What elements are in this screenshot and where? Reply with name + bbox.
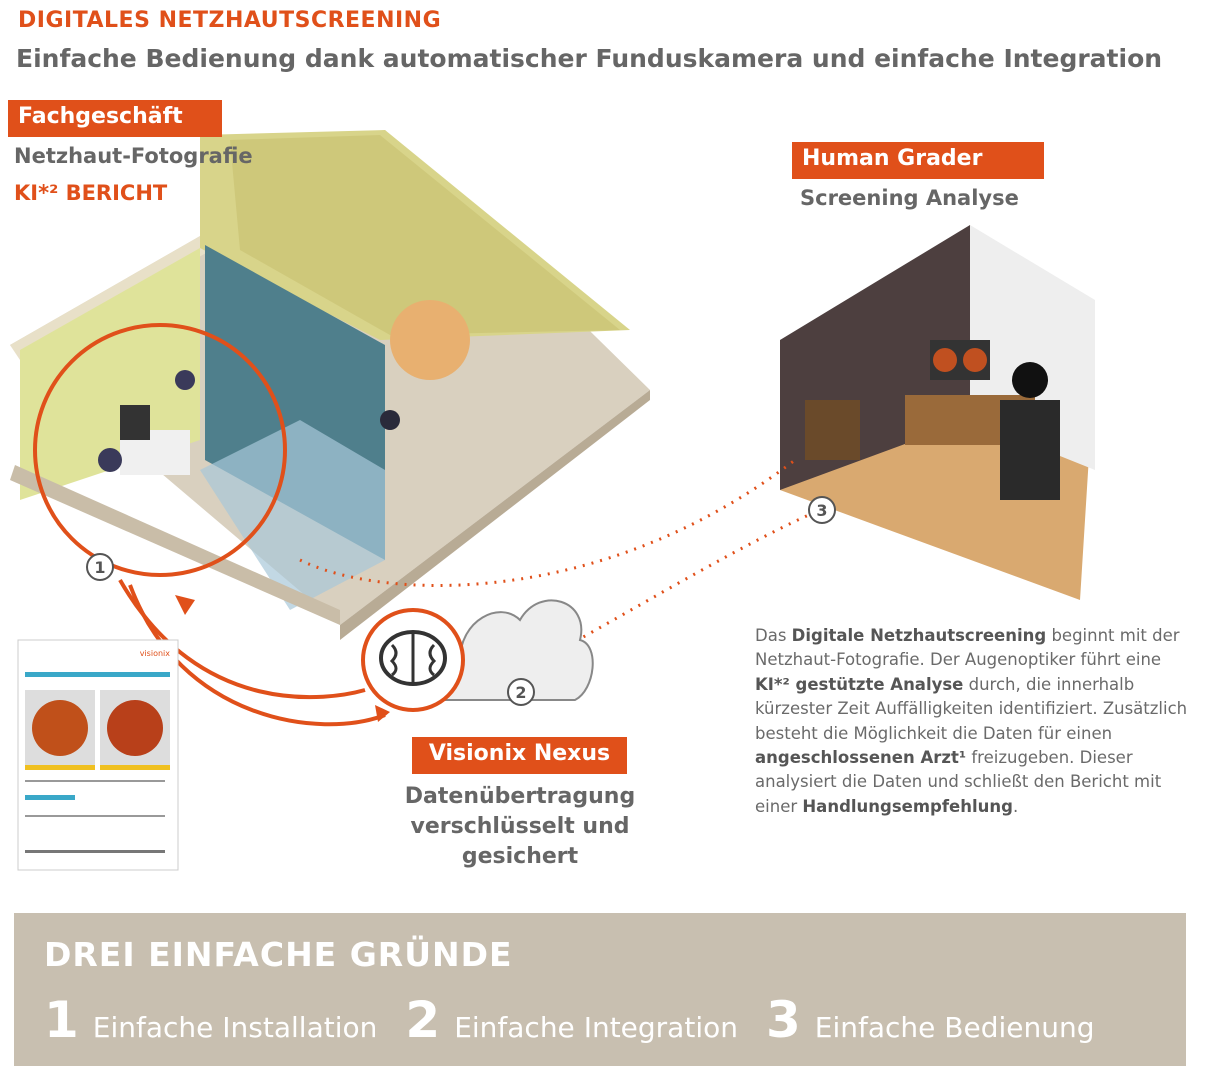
store-line1: Netzhaut-Fotografie (14, 144, 253, 168)
page-subtitle: Einfache Bedienung dank automatischer Fu… (16, 44, 1163, 73)
reason-number: 1 (44, 991, 79, 1049)
report-thumbnail: visionix (17, 639, 179, 871)
step-badge-3 (808, 496, 836, 524)
flow-arrow (128, 584, 386, 727)
grader-line1: Screening Analyse (800, 186, 1019, 210)
brain-icon (361, 608, 465, 712)
step-number: 2 (515, 683, 526, 702)
reason-label: Einfache Integration (454, 1011, 738, 1044)
step-badge-1 (86, 553, 114, 581)
store-tag: Fachgeschäft (8, 100, 222, 137)
reasons-band: DREI EINFACHE GRÜNDE 1 Einfache Installat… (14, 913, 1186, 1066)
nexus-line1: Datenübertragung (404, 784, 636, 809)
flow-arrow (118, 579, 366, 700)
store-highlight-ring (33, 323, 287, 577)
reasons-list: 1 Einfache Installation 2 Einfache Integra… (44, 991, 1123, 1049)
store-line2: KI*² BERICHT (14, 181, 168, 205)
page-title: DIGITALES NETZHAUTSCREENING (18, 8, 442, 33)
step-number: 1 (94, 558, 105, 577)
reasons-title: DREI EINFACHE GRÜNDE (44, 935, 513, 974)
svg-text:visionix: visionix (140, 649, 171, 658)
reason-label: Einfache Bedienung (814, 1011, 1095, 1044)
grader-room-illustration (780, 225, 1095, 600)
nexus-tag: Visionix Nexus (412, 737, 627, 774)
description-paragraph: Das Digitale Netzhautscreening beginnt m… (755, 626, 1188, 816)
store-room-illustration (10, 130, 650, 640)
reason-number: 2 (405, 991, 441, 1049)
nexus-line2: verschlüsselt und (410, 814, 630, 839)
nexus-line3: gesichert (461, 844, 579, 869)
step-number: 3 (816, 501, 827, 520)
step-badge-2 (507, 678, 535, 706)
reason-label: Einfache Installation (92, 1011, 378, 1044)
nexus-description: Datenübertragung verschlüsselt und gesic… (360, 782, 680, 872)
illustration: 1 2 3 visionix (10, 130, 1095, 871)
dotted-data-flow (299, 458, 796, 587)
grader-tag: Human Grader (792, 142, 1044, 179)
reason-number: 3 (765, 991, 801, 1049)
